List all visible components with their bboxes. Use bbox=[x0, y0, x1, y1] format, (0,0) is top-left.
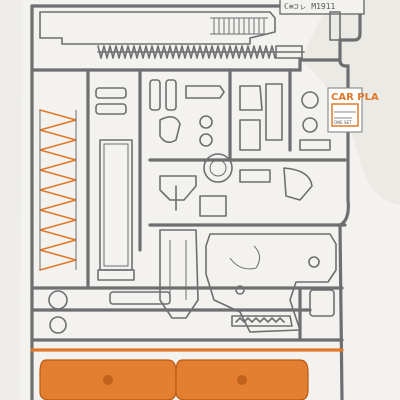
part-magazine bbox=[97, 139, 135, 281]
part-recoil-spring bbox=[97, 45, 305, 59]
brand-logo-caption: ONE SET bbox=[334, 120, 352, 125]
sprue-tag-text: ℂ≡⊐ㇾ M1911 bbox=[284, 2, 336, 11]
part-slide bbox=[39, 11, 341, 45]
brand-logo-text: CAR PLA bbox=[331, 92, 379, 103]
part-small-pins bbox=[95, 79, 331, 151]
left-shadow bbox=[0, 0, 22, 400]
part-lower-rail bbox=[109, 289, 335, 327]
part-frame bbox=[205, 233, 337, 333]
brand-logo: CAR PLA ONE SET bbox=[327, 87, 379, 133]
part-mainspring bbox=[39, 109, 77, 334]
part-barrel bbox=[159, 229, 199, 319]
sprue-frame bbox=[30, 4, 362, 400]
grip-screw-right bbox=[237, 375, 247, 385]
grip-screw-left bbox=[103, 375, 113, 385]
part-trigger-group bbox=[159, 153, 313, 217]
sprue-tag: ℂ≡⊐ㇾ M1911 bbox=[279, 0, 365, 15]
part-grip-panels bbox=[39, 359, 309, 400]
